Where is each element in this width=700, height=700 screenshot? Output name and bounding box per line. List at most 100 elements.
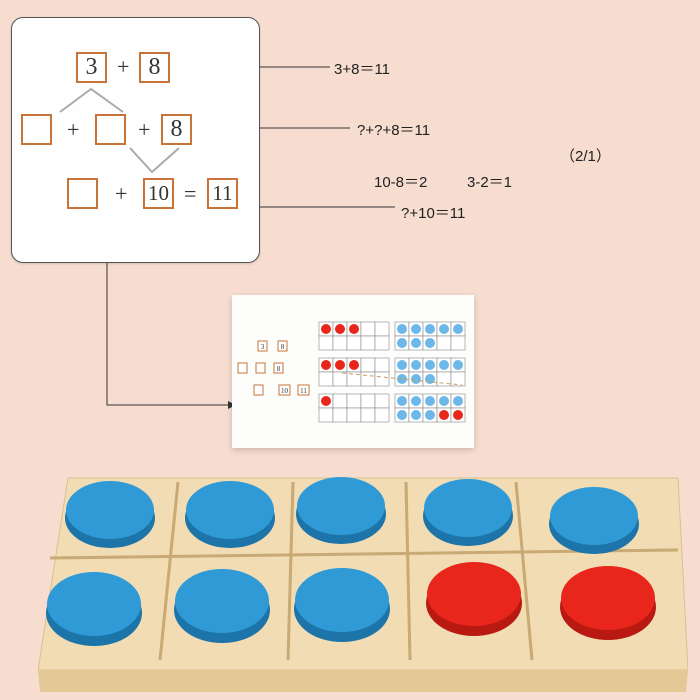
- red-disc: [561, 566, 655, 630]
- blue-counter: [411, 410, 421, 420]
- equation-3-plus-8: 3+8＝11: [334, 61, 391, 78]
- frame-cell: [318, 407, 334, 423]
- blue-disc: [66, 481, 154, 539]
- addend-8-box-row2: 8: [161, 114, 192, 145]
- blue-counter: [439, 396, 449, 406]
- frame-cell: [436, 335, 452, 351]
- blue-counter: [425, 396, 435, 406]
- ten-frame-row: [318, 393, 466, 423]
- blue-counter: [397, 410, 407, 420]
- mini-addend-8-row2: 8: [277, 365, 281, 373]
- addend-3-box: 3: [76, 52, 107, 83]
- frame-cell: [450, 371, 466, 387]
- mini-addend-8: 8: [281, 343, 285, 351]
- red-counter: [349, 324, 359, 334]
- frame-cell: [346, 393, 362, 409]
- empty-box-row3: [67, 178, 98, 209]
- red-counter: [349, 360, 359, 370]
- red-counter: [335, 360, 345, 370]
- plus-sign: +: [117, 54, 130, 79]
- frame-cell: [318, 335, 334, 351]
- board-edge: [38, 670, 688, 692]
- ten-frames: [318, 321, 466, 423]
- equals-sign: =: [184, 181, 197, 206]
- blue-counter: [453, 360, 463, 370]
- red-counter: [321, 396, 331, 406]
- frame-cell: [374, 393, 390, 409]
- ten-box: 10: [143, 178, 174, 209]
- equation-10-minus-8: 10-8＝2: [374, 174, 428, 191]
- equation-3-minus-2: 3-2＝1: [467, 174, 513, 191]
- red-counter: [321, 324, 331, 334]
- blue-counter: [397, 360, 407, 370]
- frame-cell: [374, 407, 390, 423]
- blue-counter: [397, 338, 407, 348]
- board-groove: [49, 548, 679, 560]
- frame-cell: [318, 371, 334, 387]
- wooden-ten-frame-board: [37, 470, 689, 692]
- blue-counter: [425, 360, 435, 370]
- frame-cell: [374, 371, 390, 387]
- blue-counter: [425, 410, 435, 420]
- mini-ten: 10: [281, 387, 289, 395]
- equation-q-plus-q-plus-8: ?+?+8＝11: [357, 122, 431, 139]
- blue-counter: [411, 338, 421, 348]
- blue-disc: [424, 479, 512, 537]
- red-disc: [427, 562, 521, 626]
- instruction-card: 3 8 8 10 11: [232, 295, 474, 448]
- blue-disc: [47, 572, 141, 636]
- plus-sign: +: [67, 117, 80, 142]
- board-groove: [286, 481, 295, 661]
- blue-counter: [439, 324, 449, 334]
- blue-counter: [425, 338, 435, 348]
- blue-counter: [453, 396, 463, 406]
- blue-disc: [550, 487, 638, 545]
- frame-cell: [346, 335, 362, 351]
- frame-cell: [360, 335, 376, 351]
- result-11-box: 11: [207, 178, 238, 209]
- frame-cell: [360, 321, 376, 337]
- frame-cell: [450, 335, 466, 351]
- ten-frame-row: [318, 357, 466, 387]
- frame-cell: [360, 371, 376, 387]
- blue-counter: [411, 374, 421, 384]
- blue-counter: [411, 396, 421, 406]
- blue-counter: [453, 324, 463, 334]
- blue-counter: [397, 374, 407, 384]
- ten-frame-row: [318, 321, 466, 351]
- blue-disc: [175, 569, 269, 633]
- card-illustration: 3 8 8 10 11: [237, 321, 466, 423]
- red-counter: [439, 410, 449, 420]
- plus-sign: +: [138, 117, 151, 142]
- frame-cell: [374, 357, 390, 373]
- addend-8-box: 8: [139, 52, 170, 83]
- red-counter: [335, 324, 345, 334]
- board-groove: [404, 481, 412, 661]
- red-counter: [453, 410, 463, 420]
- empty-box-middle: [95, 114, 126, 145]
- blue-counter: [411, 360, 421, 370]
- frame-cell: [360, 393, 376, 409]
- frame-cell: [332, 371, 348, 387]
- equation-q-plus-10: ?+10＝11: [401, 205, 466, 222]
- blue-counter: [439, 360, 449, 370]
- blue-disc: [186, 481, 274, 539]
- frame-cell: [332, 407, 348, 423]
- board-groove: [514, 481, 534, 661]
- red-counter: [321, 360, 331, 370]
- frame-cell: [374, 335, 390, 351]
- frame-cell: [374, 321, 390, 337]
- frame-cell: [360, 407, 376, 423]
- blue-counter: [397, 324, 407, 334]
- blue-counter: [411, 324, 421, 334]
- blue-disc: [295, 568, 389, 632]
- frame-cell: [332, 335, 348, 351]
- blue-counter: [425, 324, 435, 334]
- mini-result: 11: [300, 387, 307, 395]
- mini-addend-3: 3: [261, 343, 265, 351]
- frame-cell: [332, 393, 348, 409]
- frame-cell: [360, 357, 376, 373]
- empty-box-left: [21, 114, 52, 145]
- frame-cell: [346, 407, 362, 423]
- diagram-panel: 3 + 8 + + 8 + 10 = 11: [11, 17, 260, 263]
